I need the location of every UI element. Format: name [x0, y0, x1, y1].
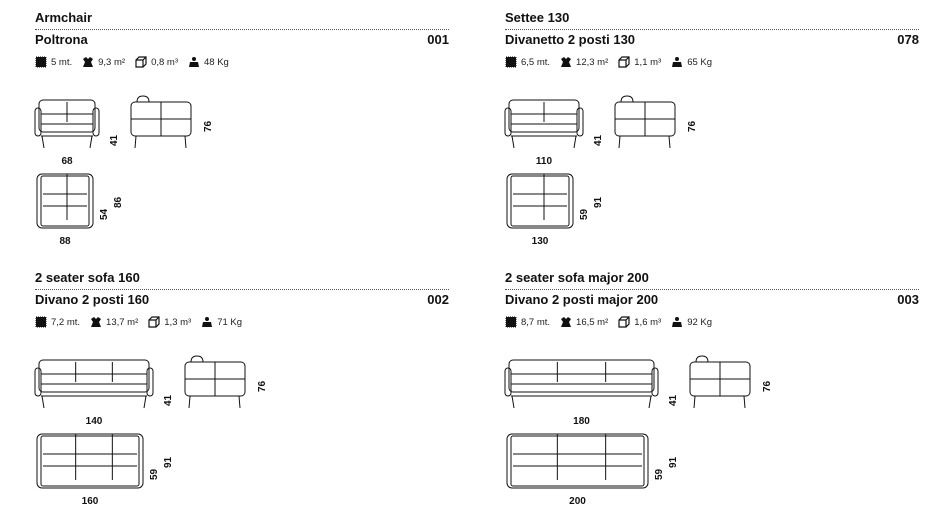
- fabric-icon: [35, 316, 47, 328]
- product-code: 001: [427, 32, 449, 47]
- fabric-icon: [35, 56, 47, 68]
- fabric-value: 5 mt.: [51, 56, 73, 68]
- leather-value: 16,5 m²: [576, 316, 609, 328]
- seat-depth-label: 59: [654, 468, 665, 480]
- top-width-label: 88: [59, 236, 71, 247]
- depth-label: 86: [113, 196, 124, 208]
- seat-depth-label: 59: [149, 468, 160, 480]
- dimension-drawings: 140 160 41 76 59 91: [34, 355, 268, 507]
- seat-height-label: 41: [163, 394, 174, 406]
- height-label: 76: [687, 120, 698, 132]
- spec-row: 7,2 mt. 13,7 m² 1,3 m³ 71 Kg: [35, 316, 242, 328]
- product-subtitle: Divano 2 posti 160: [35, 292, 150, 307]
- weight-icon: [189, 57, 199, 67]
- product-subtitle: Divanetto 2 posti 130: [505, 32, 636, 47]
- leather-icon: [561, 57, 572, 67]
- height-label: 76: [257, 380, 268, 392]
- height-label: 76: [203, 120, 214, 132]
- product-code: 002: [427, 292, 449, 307]
- leather-value: 12,3 m²: [576, 56, 609, 68]
- weight-value: 71 Kg: [217, 316, 243, 328]
- weight-value: 65 Kg: [687, 56, 713, 68]
- product-title: 2 seater sofa 160: [35, 270, 140, 285]
- leather-icon: [91, 317, 102, 327]
- volume-value: 0,8 m³: [151, 56, 178, 68]
- fabric-value: 8,7 mt.: [521, 316, 551, 328]
- divider: [505, 29, 919, 30]
- fabric-icon: [505, 56, 517, 68]
- side-view: [614, 95, 676, 149]
- weight-value: 48 Kg: [204, 56, 229, 68]
- top-width-label: 160: [82, 496, 99, 507]
- front-width-label: 140: [86, 416, 103, 427]
- volume-value: 1,3 m³: [164, 316, 192, 328]
- product-card: Settee 130 Divanetto 2 posti 130 078 6,5…: [504, 10, 919, 260]
- leather-value: 9,3 m²: [98, 56, 126, 68]
- front-view: [34, 99, 100, 220]
- spec-row: 5 mt. 9,3 m² 0,8 m³ 48 Kg: [35, 56, 229, 68]
- volume-value: 1,1 m³: [634, 56, 662, 68]
- top-width-label: 130: [532, 236, 549, 247]
- product-code: 078: [897, 32, 919, 47]
- leather-icon: [561, 317, 572, 327]
- weight-icon: [672, 317, 683, 327]
- volume-box-icon: [618, 316, 630, 328]
- divider: [35, 29, 449, 30]
- dimension-drawings: 110 130 41 76 59 91: [504, 95, 698, 247]
- front-width-label: 180: [573, 416, 590, 427]
- dimension-drawings: 180 200 41 76 59 91: [504, 355, 773, 507]
- product-card: 2 seater sofa 160 Divano 2 posti 160 002…: [34, 270, 449, 520]
- product-card: 2 seater sofa major 200 Divano 2 posti m…: [504, 270, 919, 520]
- product-card: Armchair Poltrona 001 5 mt. 9,3 m² 0,8 m…: [34, 10, 449, 260]
- dimension-drawings: 68 88 41 76 54 86: [34, 95, 214, 247]
- front-view: [34, 359, 154, 480]
- top-view: [36, 173, 94, 229]
- height-label: 76: [762, 380, 773, 392]
- seat-depth-label: 59: [579, 208, 590, 220]
- product-code: 003: [897, 292, 919, 307]
- top-view: [506, 173, 574, 229]
- front-width-label: 68: [61, 156, 73, 167]
- divider: [505, 289, 919, 290]
- fabric-value: 7,2 mt.: [51, 316, 81, 328]
- volume-box-icon: [135, 56, 147, 68]
- side-view: [130, 95, 192, 149]
- front-width-label: 110: [536, 156, 553, 167]
- product-subtitle: Divano 2 posti major 200: [505, 292, 659, 307]
- volume-box-icon: [148, 316, 160, 328]
- front-view: [504, 359, 659, 480]
- top-view: [36, 433, 144, 489]
- divider: [35, 289, 449, 290]
- leather-value: 13,7 m²: [106, 316, 139, 328]
- seat-height-label: 41: [668, 394, 679, 406]
- depth-label: 91: [668, 456, 679, 468]
- product-subtitle: Poltrona: [35, 32, 88, 47]
- top-width-label: 200: [569, 496, 586, 507]
- side-view: [184, 355, 246, 409]
- front-view: [504, 99, 584, 220]
- seat-height-label: 41: [593, 134, 604, 146]
- seat-height-label: 41: [109, 134, 120, 146]
- product-title: Armchair: [35, 10, 93, 25]
- depth-label: 91: [593, 196, 604, 208]
- seat-depth-label: 54: [99, 208, 110, 220]
- fabric-icon: [505, 316, 517, 328]
- fabric-value: 6,5 mt.: [521, 56, 551, 68]
- spec-row: 8,7 mt. 16,5 m² 1,6 m³ 92 Kg: [505, 316, 712, 328]
- spec-row: 6,5 mt. 12,3 m² 1,1 m³ 65 Kg: [505, 56, 712, 68]
- depth-label: 91: [163, 456, 174, 468]
- product-title: Settee 130: [505, 10, 570, 25]
- side-view: [689, 355, 751, 409]
- volume-box-icon: [618, 56, 630, 68]
- weight-value: 92 Kg: [687, 316, 713, 328]
- volume-value: 1,6 m³: [634, 316, 662, 328]
- weight-icon: [202, 317, 213, 327]
- product-title: 2 seater sofa major 200: [505, 270, 649, 285]
- top-view: [506, 433, 649, 489]
- weight-icon: [672, 57, 683, 67]
- leather-icon: [83, 57, 94, 67]
